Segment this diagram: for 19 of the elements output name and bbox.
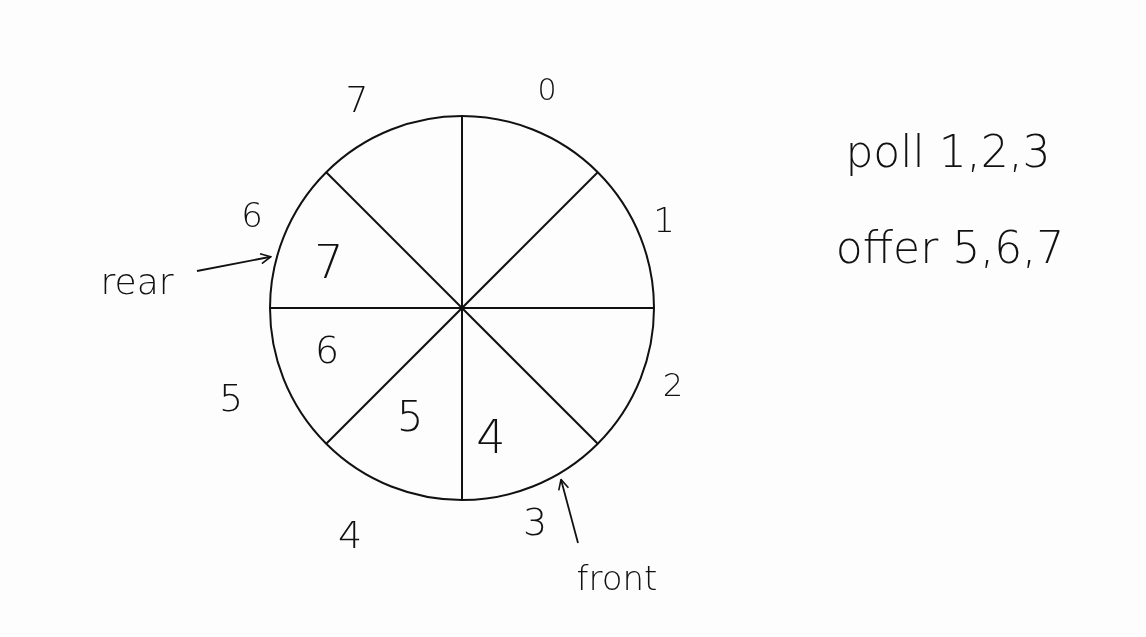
slot-value: 7 bbox=[314, 239, 344, 285]
slot-value: 6 bbox=[314, 331, 340, 369]
pointer-label: rear bbox=[100, 264, 174, 300]
slot-index: 4 bbox=[337, 516, 363, 554]
arrow bbox=[557, 478, 579, 544]
ring-buffer-circle bbox=[268, 114, 656, 502]
note: offer 5,6,7 bbox=[835, 226, 1065, 270]
slot-index: 6 bbox=[241, 198, 263, 232]
slot-index: 7 bbox=[345, 82, 369, 118]
note: poll 1,2,3 bbox=[845, 130, 1051, 174]
slot-value: 5 bbox=[396, 396, 424, 438]
slot-index: 1 bbox=[653, 203, 675, 237]
slot-index: 2 bbox=[662, 369, 684, 401]
pointer-label: front bbox=[576, 561, 658, 595]
slot-index: 3 bbox=[522, 503, 548, 541]
slot-index: 5 bbox=[218, 379, 244, 417]
slot-value: 4 bbox=[476, 414, 506, 460]
slot-index: 0 bbox=[537, 75, 557, 105]
arrow bbox=[196, 252, 272, 272]
